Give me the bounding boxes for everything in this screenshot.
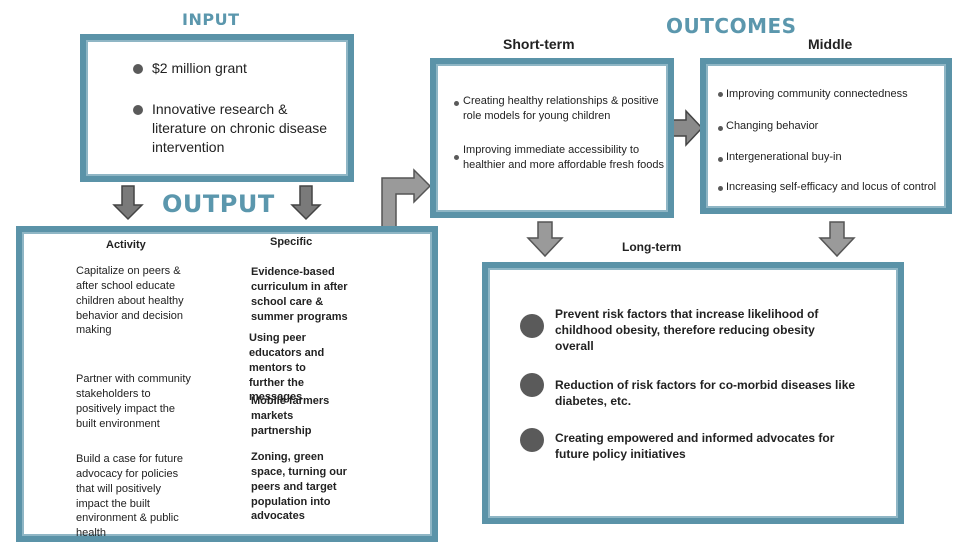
middle-item-3: Intergenerational buy-in (726, 151, 842, 163)
input-heading: INPUT (182, 10, 240, 29)
down-arrow-input-right (290, 185, 322, 221)
long-term-box (482, 262, 904, 524)
bullet-icon (718, 126, 723, 131)
activity-item-3: Build a case for future advocacy for pol… (76, 453, 184, 540)
output-heading: OUTPUT (162, 190, 275, 218)
bullet-icon (718, 92, 723, 97)
specific-item-1: Evidence-based curriculum in after schoo… (251, 266, 348, 323)
long-term-item-3: Creating empowered and informed advocate… (555, 431, 835, 462)
bullet-icon (718, 186, 723, 191)
input-item-2: Innovative research & literature on chro… (152, 101, 328, 155)
down-arrow-input-left (112, 185, 144, 221)
short-term-box (430, 58, 674, 218)
long-term-title: Long-term (622, 240, 682, 254)
short-term-item-2: Improving immediate accessibility to hea… (463, 144, 664, 171)
outcomes-heading: OUTCOMES (666, 14, 797, 38)
long-term-item-1: Prevent risk factors that increase likel… (555, 307, 819, 354)
input-item-1: $2 million grant (152, 60, 247, 76)
bullet-icon (520, 373, 544, 397)
middle-box (700, 58, 952, 214)
middle-item-1: Improving community connectedness (726, 88, 908, 100)
down-arrow-middle-to-long (818, 221, 856, 258)
long-term-item-2: Reduction of risk factors for co-morbid … (555, 378, 856, 409)
bullet-icon (133, 105, 143, 115)
bullet-icon (133, 64, 143, 74)
down-arrow-short-to-long (526, 221, 564, 258)
bullet-icon (520, 314, 544, 338)
specific-item-4: Zoning, green space, turning our peers a… (251, 451, 347, 523)
short-term-item-1: Creating healthy relationships & positiv… (463, 95, 659, 122)
activity-item-1: Capitalize on peers & after school educa… (76, 265, 184, 337)
middle-item-4: Increasing self-efficacy and locus of co… (726, 181, 937, 193)
specific-item-2: Using peer educators and mentors to furt… (249, 332, 325, 404)
bullet-icon (718, 157, 723, 162)
right-arrow-short-to-middle (671, 109, 704, 147)
output-box (16, 226, 438, 542)
specific-header: Specific (270, 236, 313, 248)
bullet-icon (454, 101, 459, 106)
middle-title: Middle (808, 36, 853, 52)
bullet-icon (520, 428, 544, 452)
specific-item-3: Mobile farmers markets partnership (251, 395, 330, 437)
short-term-title: Short-term (503, 36, 575, 52)
middle-item-2: Changing behavior (726, 120, 819, 132)
activity-item-2: Partner with community stakeholders to p… (76, 373, 191, 430)
activity-header: Activity (106, 239, 146, 251)
bullet-icon (454, 155, 459, 160)
input-box (80, 34, 354, 182)
